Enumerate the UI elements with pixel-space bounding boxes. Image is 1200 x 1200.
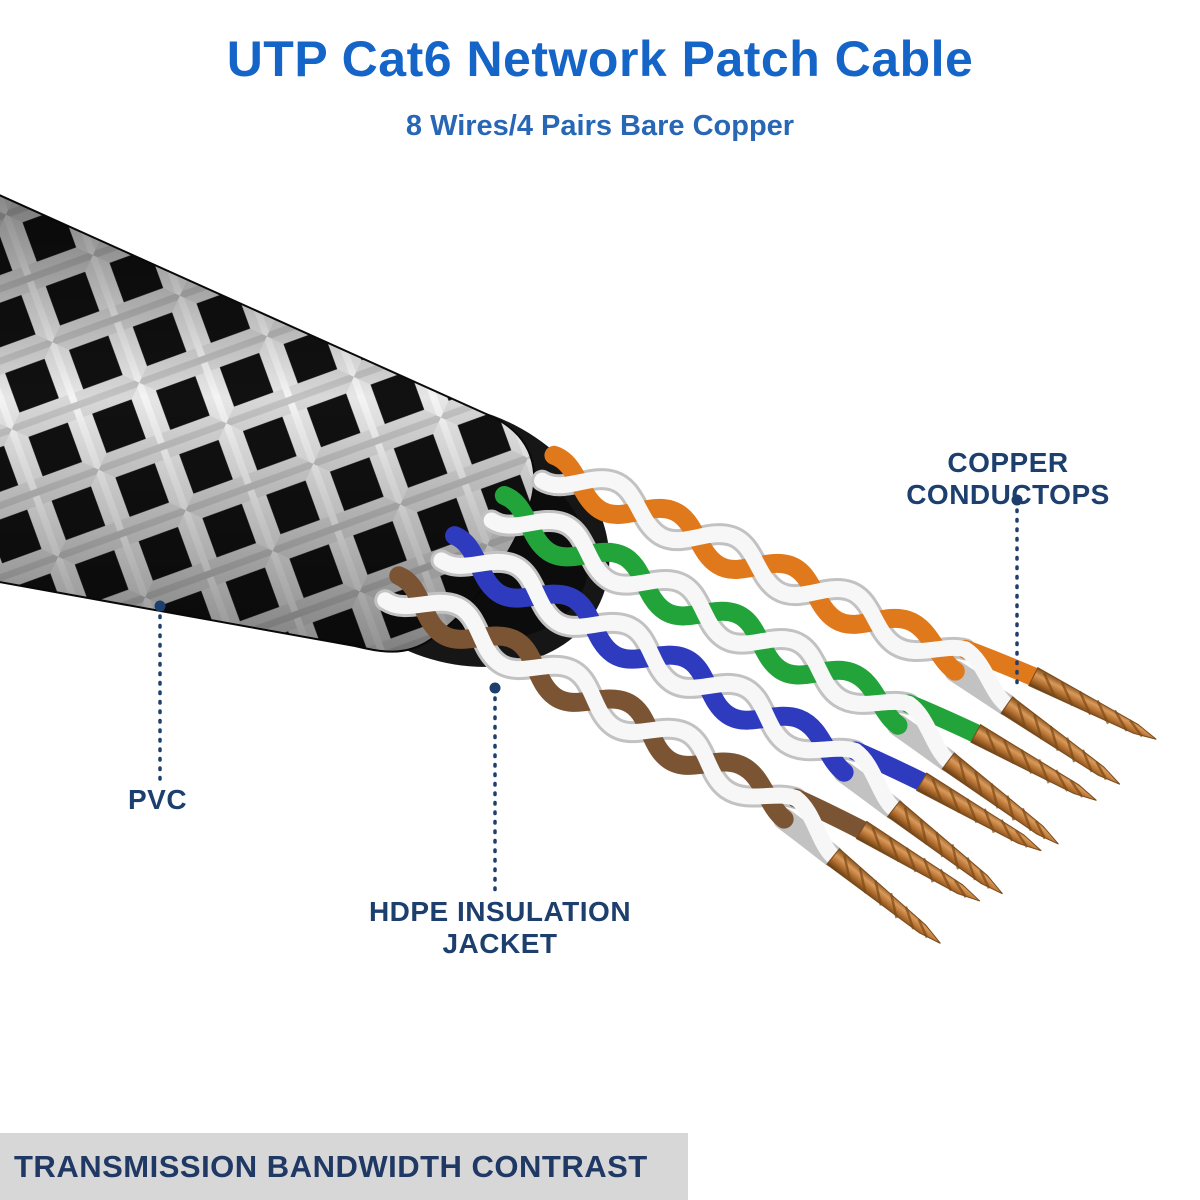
wire-blue [445, 526, 854, 782]
wire-white [377, 592, 804, 807]
transmission-bandwidth-banner: TRANSMISSION BANDWIDTH CONTRAST [0, 1133, 688, 1200]
hdpe-insulation-label: HDPE INSULATION JACKET [368, 896, 632, 959]
twisted-pair-orange [531, 445, 1163, 794]
page-subtitle: 8 Wires/4 Pairs Bare Copper [405, 110, 795, 142]
hdpe-leader [489, 682, 501, 892]
copper-conductors-label: COPPER CONDUCTOPS [906, 447, 1110, 510]
wire-white [534, 471, 974, 660]
braided-cable-sleeve [0, 194, 536, 653]
pvc-leader [154, 600, 166, 782]
twisted-pair-green [480, 486, 1103, 854]
wire-brown [389, 566, 794, 829]
twisted-pair-blue [430, 526, 1048, 903]
page-title: UTP Cat6 Network Patch Cable [226, 31, 974, 87]
twisted-pair-brown [374, 566, 987, 953]
pvc-label: PVC [128, 784, 188, 815]
wire-white [433, 552, 864, 760]
wire-white [483, 512, 917, 712]
copper-conductors-leader [1011, 494, 1023, 688]
wire-green [494, 486, 908, 735]
wire-orange [544, 445, 965, 681]
